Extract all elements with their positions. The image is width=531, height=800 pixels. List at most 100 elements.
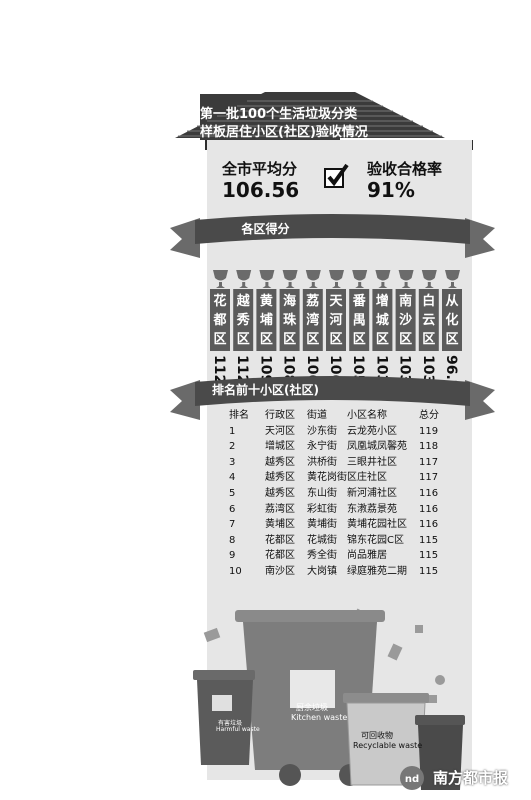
table-cell: 黄花岗街 bbox=[307, 472, 347, 484]
table-row: 2 增城区永宁街凤凰城凤馨苑 118 bbox=[229, 440, 459, 454]
table-cell: 1 bbox=[229, 425, 236, 437]
pass-rate-value: 91% bbox=[367, 178, 415, 202]
trophy-icon bbox=[398, 270, 414, 288]
table-cell: 区庄社区 bbox=[347, 472, 387, 484]
table-cell: 行政区 bbox=[265, 410, 295, 421]
table-cell: 117 bbox=[419, 472, 439, 484]
table-cell: 116 bbox=[419, 488, 439, 499]
district-name: 天河区 bbox=[329, 294, 343, 347]
table-cell: 花城街 bbox=[307, 534, 337, 546]
trophy-icon bbox=[352, 270, 368, 288]
kitchen-bin-label-en: Kitchen waste bbox=[291, 713, 348, 722]
table-cell: 黄埔区 bbox=[265, 519, 295, 531]
district-name: 越秀区 bbox=[236, 293, 251, 347]
district-name: 海珠区 bbox=[283, 293, 297, 347]
page-title-line2: 样板居住小区(社区)验收情况 bbox=[200, 125, 368, 140]
table-cell: 越秀区 bbox=[265, 456, 295, 468]
table-cell: 尚品雅居 bbox=[347, 550, 387, 562]
table-cell: 2 bbox=[229, 441, 236, 453]
table-cell: 花都区 bbox=[265, 534, 295, 546]
table-cell: 黄埔街 bbox=[307, 519, 337, 531]
table-cell: 小区名称 bbox=[347, 410, 387, 421]
table-cell: 增城区 bbox=[265, 441, 295, 453]
table-cell: 10 bbox=[229, 566, 242, 577]
table-cell: 8 bbox=[229, 534, 236, 546]
trophy-icon bbox=[282, 270, 298, 288]
district-name-box bbox=[210, 289, 230, 351]
kitchen-bin-label: 厨余垃圾 bbox=[296, 703, 328, 712]
table-cell: 3 bbox=[229, 456, 236, 468]
table-row: 1 天河区沙东街云龙苑小区 119 bbox=[229, 425, 459, 439]
trash-bins-illustration bbox=[193, 608, 465, 790]
district-name-box bbox=[442, 289, 462, 351]
district-name-box bbox=[256, 289, 277, 351]
table-cell: 锦东花园C区 bbox=[347, 534, 404, 546]
newspaper-watermark: 南方都市报 bbox=[433, 769, 509, 787]
table-cell: 越秀区 bbox=[265, 472, 295, 484]
table-cell: 9 bbox=[229, 550, 236, 562]
avg-score-value: 106.56 bbox=[222, 178, 300, 202]
harmful-bin-label-en: Harmful waste bbox=[216, 726, 260, 733]
district-name: 黄埔区 bbox=[260, 293, 273, 347]
trophy-icon bbox=[375, 270, 391, 288]
harmful-bin-label: 有害垃圾 bbox=[218, 720, 243, 727]
table-cell: 东山街 bbox=[307, 488, 337, 499]
district-score-chart: 花都区112.4越秀区112.3黄埔区109.2海珠区108.3荔湾区106.2… bbox=[210, 270, 462, 400]
trophy-icon bbox=[445, 270, 460, 288]
table-cell: 黄埔花园社区 bbox=[347, 519, 407, 531]
table-cell: 新河浦社区 bbox=[347, 488, 397, 499]
avg-score-label: 全市平均分 bbox=[222, 160, 298, 178]
district-name-box bbox=[326, 289, 346, 351]
trophy-icon bbox=[329, 270, 344, 288]
table-cell: 总分 bbox=[419, 410, 439, 421]
nd-logo-icon: nd bbox=[400, 766, 424, 790]
table-cell: 洪桥街 bbox=[307, 456, 337, 468]
section-title-top10: 排名前十小区(社区) bbox=[212, 383, 319, 397]
table-cell: 彩虹街 bbox=[307, 503, 337, 515]
page-title-line1: 第一批100个生活垃圾分类 bbox=[200, 107, 358, 122]
table-cell: 永宁街 bbox=[307, 441, 337, 453]
table-cell: 119 bbox=[419, 425, 439, 437]
table-cell: 4 bbox=[229, 472, 236, 484]
table-cell: 115 bbox=[419, 566, 439, 577]
district-name-box bbox=[395, 289, 416, 351]
trophy-icon bbox=[236, 270, 252, 288]
table-cell: 绿庭雅苑二期 bbox=[347, 566, 407, 577]
ribbon-banner-scores bbox=[170, 214, 495, 258]
table-cell: 天河区 bbox=[265, 425, 295, 437]
table-cell: 花都区 bbox=[265, 550, 295, 562]
district-name: 荔湾区 bbox=[305, 293, 319, 347]
trophy-icon bbox=[213, 270, 228, 288]
table-header: 排名行政区街道小区名称总分 bbox=[229, 409, 459, 423]
checkbox-check-icon bbox=[324, 163, 349, 188]
district-name-box bbox=[372, 289, 393, 351]
district-name-box bbox=[302, 289, 323, 351]
table-cell: 116 bbox=[419, 503, 439, 515]
table-cell: 三眼井社区 bbox=[347, 456, 397, 468]
ribbon-banner-top10 bbox=[170, 376, 495, 420]
table-cell: 凤凰城凤馨苑 bbox=[347, 441, 407, 453]
table-cell: 云龙苑小区 bbox=[347, 425, 397, 437]
pass-rate-label: 验收合格率 bbox=[367, 160, 443, 178]
district-name-box bbox=[418, 289, 439, 351]
trophy-icon bbox=[421, 270, 437, 288]
table-cell: 南沙区 bbox=[265, 566, 295, 577]
trophy-icon bbox=[259, 270, 275, 288]
district-name: 增城区 bbox=[376, 293, 389, 347]
table-cell: 沙东街 bbox=[307, 425, 337, 437]
table-cell: 越秀区 bbox=[265, 488, 295, 499]
section-title-scores: 各区得分 bbox=[241, 222, 290, 236]
table-cell: 118 bbox=[419, 441, 439, 453]
district-name-box bbox=[279, 289, 300, 351]
trophy-icon bbox=[305, 270, 321, 288]
district-name-box bbox=[233, 289, 254, 351]
table-cell: 6 bbox=[229, 503, 236, 515]
svg-text:nd: nd bbox=[405, 774, 419, 785]
